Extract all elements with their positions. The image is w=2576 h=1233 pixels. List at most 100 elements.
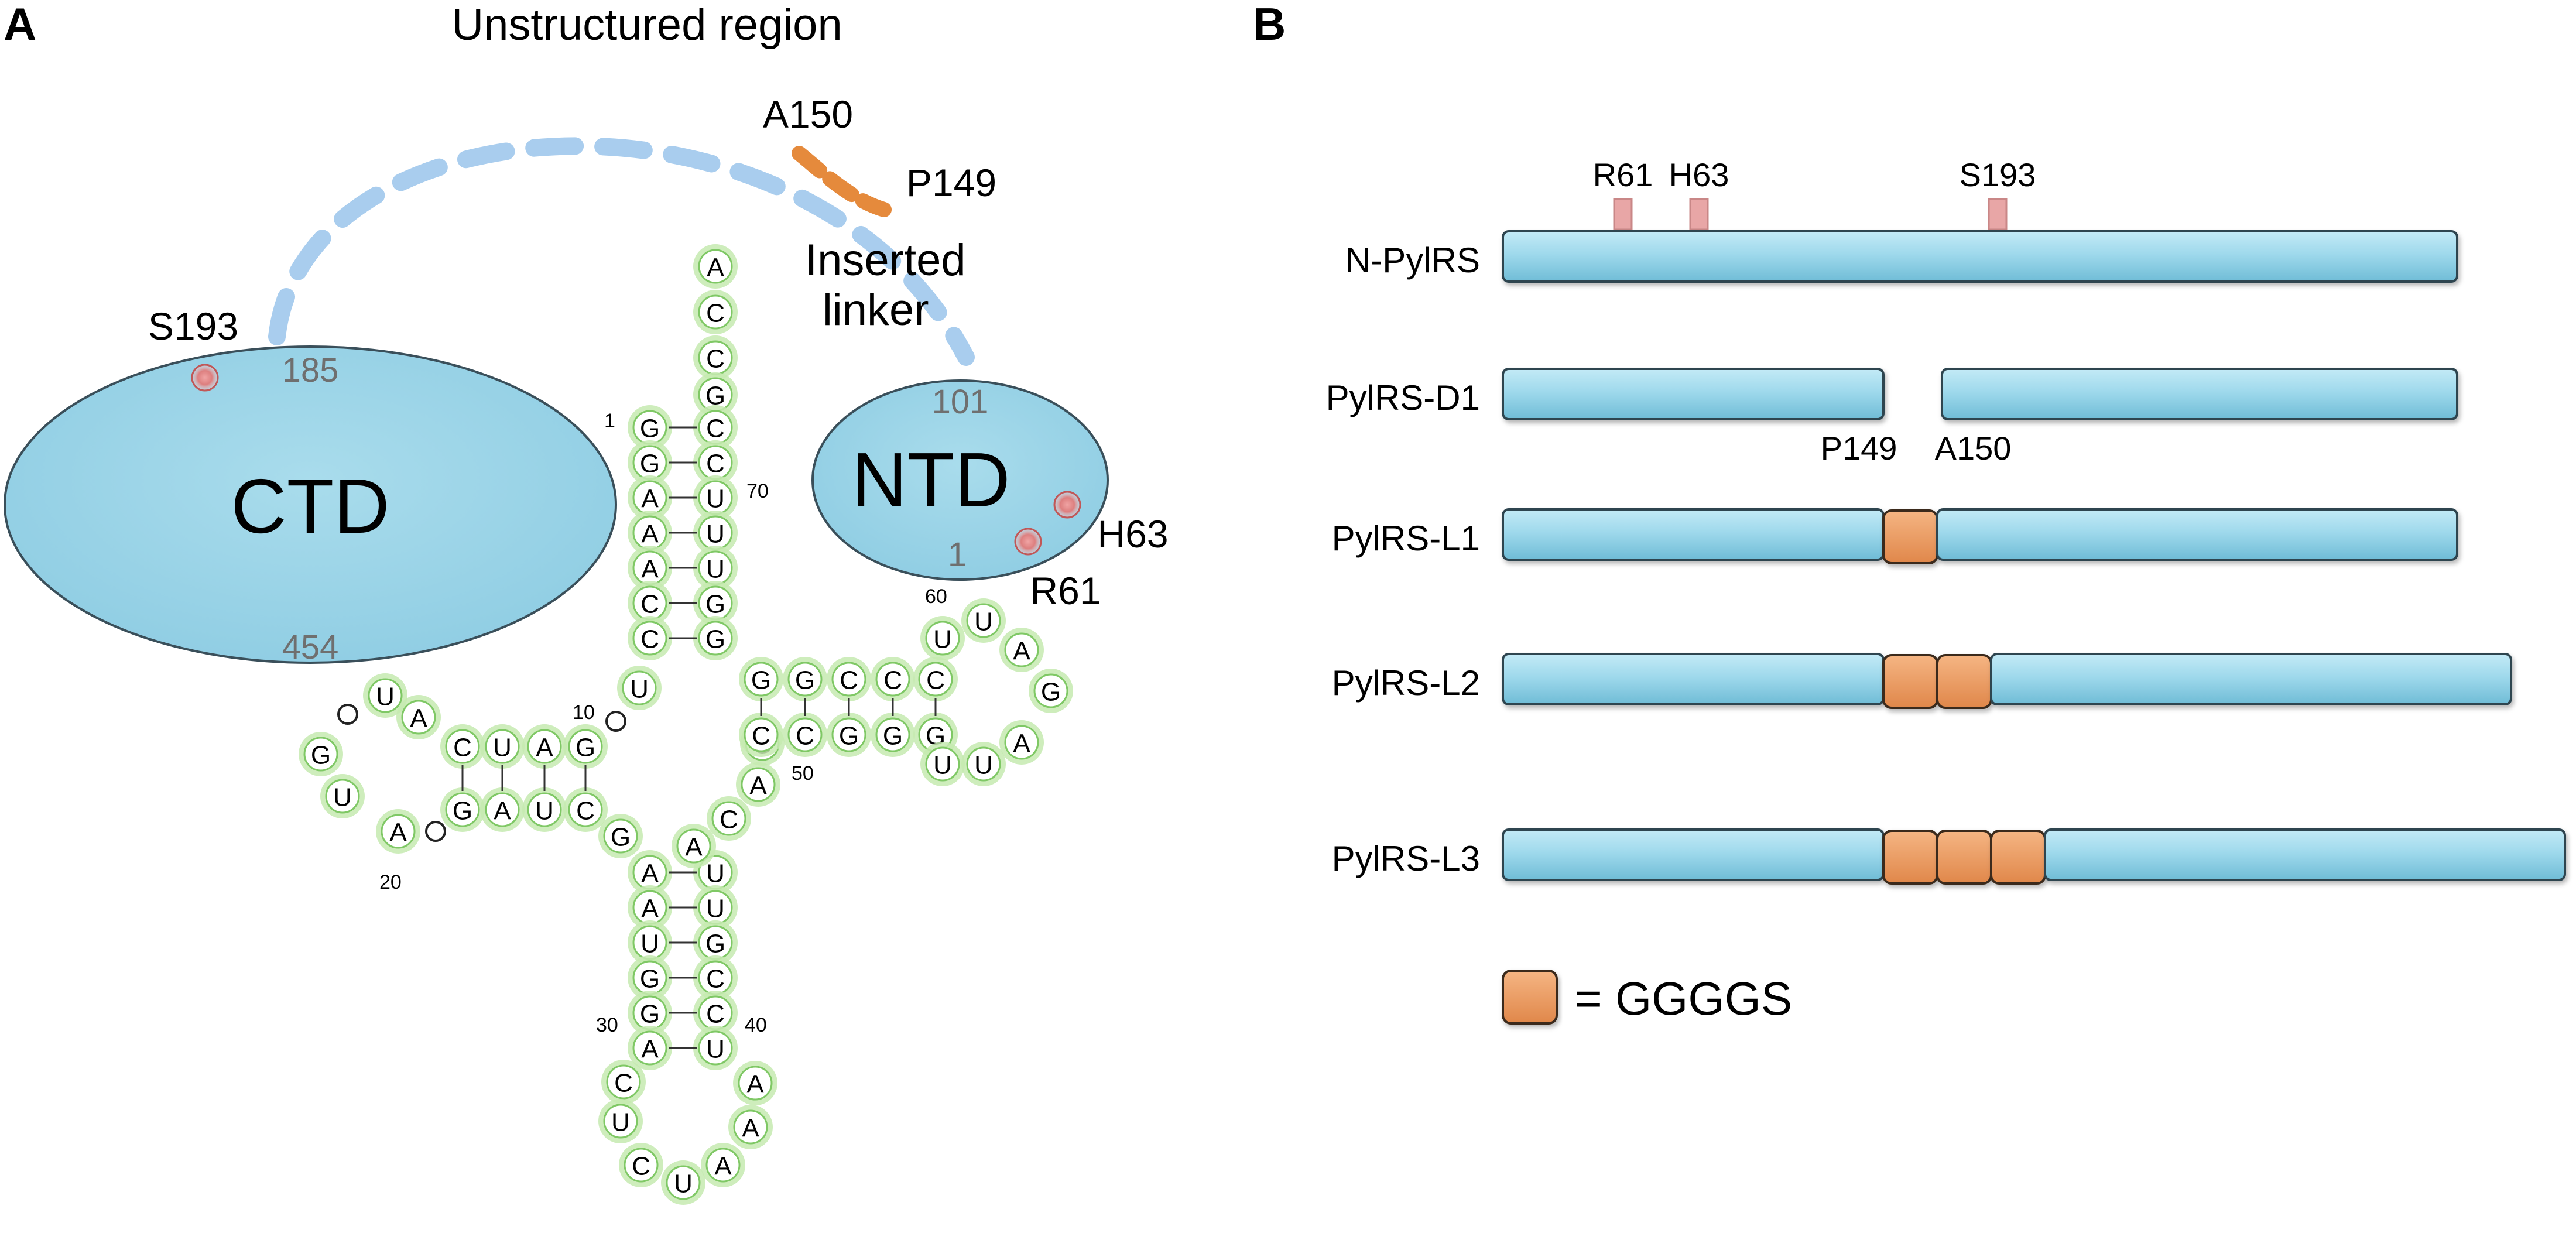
trna-tloop-u1-letter: U xyxy=(933,625,952,654)
residue-p149-label: P149 xyxy=(906,161,996,204)
trna-acloop-c1 xyxy=(606,1064,641,1100)
trna-acceptor-left-6 xyxy=(632,621,667,656)
trna-position-10: 10 xyxy=(573,701,595,724)
top-residue-s193-label: S193 xyxy=(1960,156,2036,193)
trna-anticodon-left-4-letter: G xyxy=(640,1000,660,1029)
ntd-start-number: 101 xyxy=(932,383,989,421)
construct-n-pylrs-label: N-PylRS xyxy=(1345,241,1480,280)
trna-nucleotide-tail-1 xyxy=(698,294,733,330)
construct-n-pylrs-bar xyxy=(1502,230,2458,283)
trna-acloop-a1-letter: A xyxy=(714,1152,732,1181)
construct-l2-linker-1 xyxy=(1882,654,1938,709)
trna-tarm-top-1 xyxy=(787,662,823,697)
trna-darm-top-3-letter: C xyxy=(453,734,472,762)
d1-split-p149-label: P149 xyxy=(1821,430,1897,467)
residue-r61-marker xyxy=(1014,528,1042,556)
trna-darm-top-2 xyxy=(485,729,520,764)
trna-darm-top-2-letter: U xyxy=(493,734,512,762)
top-residue-h63-label: H63 xyxy=(1669,156,1729,193)
unstructured-region-title: Unstructured region xyxy=(451,0,842,50)
inserted-linker-label-2: linker xyxy=(823,285,929,335)
trna-var-a2 xyxy=(741,767,776,802)
trna-tloop-a1 xyxy=(1004,632,1039,667)
inserted-linker-label-1: Inserted xyxy=(805,235,966,285)
trna-nucleotide-tail-1-letter: C xyxy=(706,299,725,328)
trna-darm-top-0 xyxy=(568,729,603,764)
trna-acloop-u2 xyxy=(666,1165,701,1200)
residue-s193-marker xyxy=(191,364,219,392)
construct-l3-linker-1 xyxy=(1882,830,1938,885)
construct-l1-label: PylRS-L1 xyxy=(1332,519,1480,558)
trna-dloop-u2-letter: U xyxy=(333,783,352,812)
trna-position-60: 60 xyxy=(925,585,947,608)
trna-position-30: 30 xyxy=(596,1014,618,1036)
trna-tarm-top-1-letter: G xyxy=(795,666,815,695)
trna-darm-bottom-3-letter: G xyxy=(453,797,472,826)
trna-acloop-a2 xyxy=(733,1109,768,1145)
panel-a: A Unstructured region A150 P149 Inserted… xyxy=(4,0,1169,1205)
trna-dloop-u2 xyxy=(325,779,360,814)
trna-dloop-a xyxy=(401,700,436,735)
trna-acceptor-left-6-letter: C xyxy=(640,625,659,654)
trna-acceptor-right-5-letter: G xyxy=(705,590,725,619)
residue-h63-tick xyxy=(1689,198,1709,231)
trna-var-a2-letter: A xyxy=(749,772,767,800)
trna-tarm-bottom-2 xyxy=(831,717,866,752)
construct-l3-linker-3 xyxy=(1990,830,2046,885)
legend-gggs-swatch xyxy=(1502,970,1558,1025)
trna-acceptor-left-3-letter: A xyxy=(641,520,659,549)
trna-tarm-top-2-letter: C xyxy=(840,666,858,695)
trna-tarm-bottom-0-letter: C xyxy=(752,722,770,751)
ctd-domain xyxy=(4,345,617,664)
trna-acceptor-left-2-letter: A xyxy=(641,485,659,513)
construct-d1-label: PylRS-D1 xyxy=(1326,378,1480,417)
trna-darm-top-0-letter: G xyxy=(576,734,595,762)
trna-acloop-u2-letter: U xyxy=(674,1170,693,1198)
trna-anticodon-left-2-letter: U xyxy=(640,930,659,958)
trna-acceptor-right-3-letter: U xyxy=(706,520,725,549)
trna-dloop-a2 xyxy=(381,814,416,849)
trna-acloop-a3 xyxy=(738,1066,773,1101)
trna-nucleotide-u8 xyxy=(622,670,657,705)
trna-acceptor-right-0-letter: C xyxy=(706,415,725,443)
trna-anticodon-right-1-letter: U xyxy=(706,895,725,923)
construct-l3-label: PylRS-L3 xyxy=(1332,839,1480,878)
trna-position-20: 20 xyxy=(379,871,402,893)
residue-r61-tick xyxy=(1613,198,1633,231)
trna-anticodon-right-2-letter: G xyxy=(705,930,725,958)
trna-anticodon-left-0-letter: A xyxy=(641,859,659,888)
trna-tloop-u2-letter: U xyxy=(974,608,993,636)
trna-dloop-u-letter: U xyxy=(376,683,395,711)
trna-tarm-top-3-letter: C xyxy=(883,666,902,695)
construct-l2-bar-right xyxy=(1990,653,2512,705)
trna-darm-bottom-2 xyxy=(485,792,520,827)
trna-nucleotide-g26 xyxy=(603,818,638,854)
trna-tloop-a2-letter: A xyxy=(1013,729,1030,758)
trna-open-9 xyxy=(605,711,626,732)
trna-acceptor-right-1-letter: C xyxy=(706,450,725,478)
residue-s193-label: S193 xyxy=(148,304,238,348)
construct-d1-bar-left xyxy=(1502,368,1885,420)
trna-darm-bottom-3 xyxy=(445,792,480,827)
trna-var-c xyxy=(711,801,746,836)
trna-darm-bottom-0-letter: C xyxy=(576,797,595,826)
trna-acloop-c2 xyxy=(624,1148,659,1183)
trna-darm-bottom-2-letter: A xyxy=(494,797,511,826)
trna-tarm-top-0-letter: G xyxy=(751,666,771,695)
construct-l1-bar-left xyxy=(1502,508,1885,561)
trna-darm-top-1-letter: A xyxy=(536,734,553,762)
trna-tloop-u2 xyxy=(966,603,1001,638)
trna-nucleotide-tail-0-letter: A xyxy=(707,254,724,282)
trna-open-dloop2 xyxy=(425,821,446,842)
trna-acceptor-left-5-letter: C xyxy=(640,590,659,619)
trna-tloop-g-letter: G xyxy=(1041,678,1061,707)
trna-tarm-top-2 xyxy=(831,662,866,697)
trna-acceptor-left-1-letter: G xyxy=(640,450,660,478)
trna-tloop-u4 xyxy=(925,746,960,782)
trna-tloop-u1 xyxy=(925,621,960,656)
trna-tloop-g xyxy=(1033,673,1068,708)
trna-acloop-u1 xyxy=(603,1104,638,1139)
ntd-end-number: 1 xyxy=(948,536,967,574)
trna-acloop-u1-letter: U xyxy=(611,1108,630,1137)
